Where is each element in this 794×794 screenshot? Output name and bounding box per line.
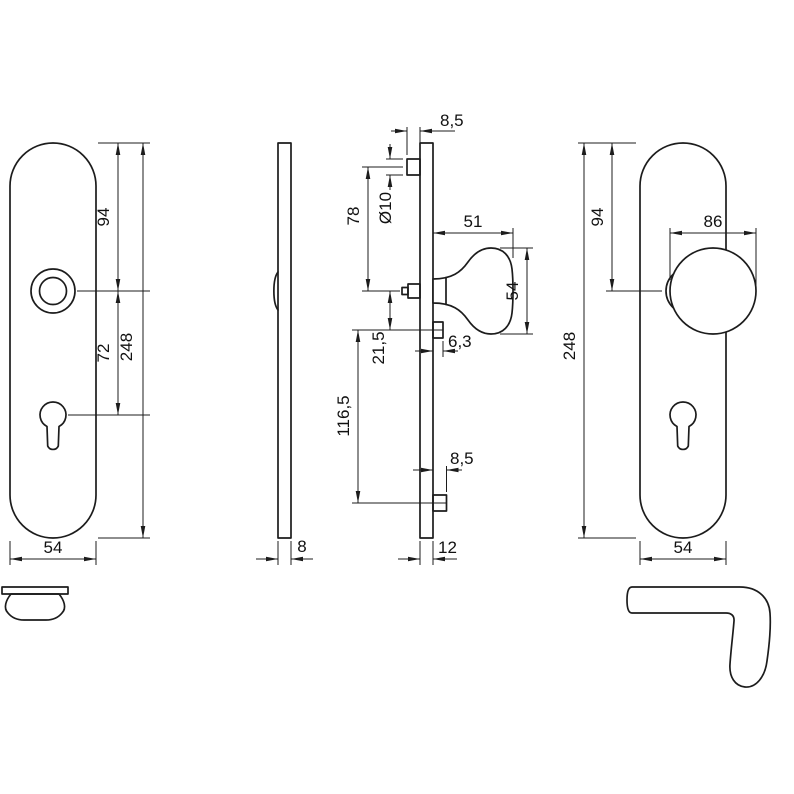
dim-label-d10: Ø10 (376, 192, 395, 224)
view-knob-plate-side: 8,5 Ø10 78 51 54 6,3 21,5 116,5 8,5 12 (334, 111, 533, 565)
view-plate-side: 8 (256, 142, 313, 565)
dim-label-8: 8 (297, 537, 306, 556)
dim-label-8-5-bottom: 8,5 (450, 449, 474, 468)
cylinder-keyhole (39, 401, 67, 451)
plate-outline (9, 142, 97, 539)
dimension-lines-knob-side (352, 127, 533, 565)
plate-side-outline (277, 142, 292, 539)
knob-profile (432, 247, 514, 335)
dim-label-248: 248 (117, 333, 136, 361)
handle-hole-collar (30, 268, 76, 314)
dim-label-54: 54 (674, 538, 693, 557)
dimension-lines-knob-front (578, 142, 757, 565)
spindle-screw (407, 283, 421, 299)
dim-label-8-5-top: 8,5 (440, 111, 464, 130)
cap-body (4, 593, 66, 621)
dim-label-12: 12 (438, 538, 457, 557)
plate-side-bump (273, 271, 279, 311)
dim-label-94: 94 (588, 208, 607, 227)
dim-label-86: 86 (704, 212, 723, 231)
dim-label-116-5: 116,5 (334, 395, 353, 436)
view-plate-front: 94 72 248 54 (9, 142, 150, 565)
top-screw-boss (406, 158, 421, 176)
dim-label-78: 78 (344, 207, 363, 226)
lever-handle-outline (626, 586, 772, 688)
dim-label-51: 51 (464, 212, 483, 231)
part-lever-handle (626, 586, 772, 688)
dimension-lines-plate-front (9, 142, 150, 565)
dim-label-21-5: 21,5 (369, 331, 388, 364)
view-knob-plate-front: 94 248 86 54 (560, 142, 757, 565)
knob-plate-outline (419, 142, 434, 539)
knob-plate-front-outline (639, 142, 727, 539)
dim-label-72: 72 (94, 344, 113, 363)
handle-hole (38, 276, 68, 306)
dim-label-248: 248 (560, 332, 579, 360)
dim-label-6-3: 6,3 (448, 332, 472, 351)
cylinder-keyhole (669, 401, 697, 451)
cap-flange (1, 586, 69, 595)
dim-label-54-knob: 54 (503, 282, 522, 301)
spindle-screw-tip (401, 286, 409, 296)
dim-label-94: 94 (94, 208, 113, 227)
dimension-lines-plate-side (256, 541, 313, 565)
knob-cap (669, 247, 757, 335)
dim-label-54: 54 (44, 538, 63, 557)
part-cap-top-view (1, 586, 69, 621)
